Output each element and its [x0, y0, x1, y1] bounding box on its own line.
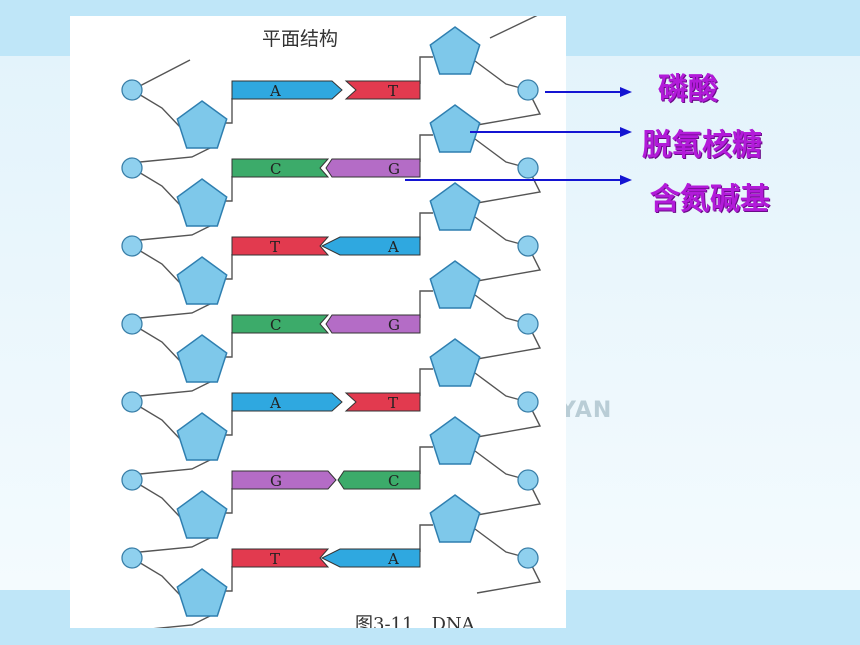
strand-backbone — [131, 59, 191, 91]
base-letter: T — [270, 550, 280, 568]
diagram-title: 平面结构 — [262, 28, 339, 50]
dna-diagram-panel: A T C G T A C G A T G C T A 平面结构 图3-11 DNA — [70, 16, 566, 628]
sugar-base-bond — [224, 566, 233, 592]
sugar-base-bond — [224, 488, 233, 514]
base-A — [231, 80, 343, 100]
strand-backbone — [139, 146, 213, 163]
base-letter: A — [269, 82, 281, 100]
strand-backbone — [131, 557, 181, 596]
base-C — [337, 470, 421, 490]
sugar-base-bond — [419, 290, 433, 318]
strand-backbone — [139, 458, 213, 475]
base-letter: G — [388, 160, 400, 178]
phosphate-circle — [121, 157, 143, 179]
base-letter: T — [388, 82, 398, 100]
base-G — [325, 158, 421, 178]
deoxyribose-pentagon — [176, 334, 228, 383]
phosphate-circle — [517, 313, 539, 335]
sugar-base-bond — [224, 176, 233, 202]
strand-backbone — [139, 536, 213, 553]
base-letter: G — [388, 316, 400, 334]
base-T — [344, 392, 421, 412]
strand-backbone — [131, 89, 181, 128]
diagram-caption: 图3-11 DNA — [355, 614, 475, 628]
base-letter: C — [270, 160, 281, 178]
base-letter: G — [270, 472, 282, 490]
base-T — [231, 548, 330, 568]
strand-backbone — [131, 323, 181, 362]
base-letter: A — [269, 394, 281, 412]
base-A — [231, 392, 343, 412]
sugar-base-bond — [419, 524, 433, 552]
deoxyribose-pentagon — [176, 178, 228, 227]
strand-backbone — [131, 245, 181, 284]
deoxyribose-pentagon — [429, 26, 481, 75]
base-arrow — [405, 175, 632, 185]
deoxyribose-pentagon — [429, 182, 481, 231]
strand-backbone — [131, 479, 181, 518]
deoxyribose-pentagon — [176, 100, 228, 149]
phosphate-circle — [517, 547, 539, 569]
strand-backbone — [139, 380, 213, 397]
strand-backbone — [131, 401, 181, 440]
base-letter: C — [270, 316, 281, 334]
strand-backbone — [489, 16, 538, 39]
phosphate-circle — [517, 79, 539, 101]
strand-backbone — [139, 224, 213, 241]
deoxyribose-pentagon — [429, 104, 481, 153]
base-letter: A — [387, 238, 399, 256]
deoxyribose-pentagon — [176, 412, 228, 461]
watermark-text: YAN — [560, 398, 613, 423]
deoxyribose-pentagon — [176, 490, 228, 539]
deoxyribose-pentagon — [176, 568, 228, 617]
deoxyribose-pentagon — [429, 260, 481, 309]
phosphate-circle — [517, 391, 539, 413]
deoxyribose-pentagon — [429, 494, 481, 543]
sugar-base-bond — [224, 332, 233, 358]
deoxyribose-pentagon — [429, 338, 481, 387]
phosphate-label: 磷酸 — [658, 72, 718, 107]
sugar-base-bond — [419, 446, 433, 474]
phosphate-circle — [121, 547, 143, 569]
deoxyribose-pentagon — [176, 256, 228, 305]
base-A — [320, 236, 421, 256]
phosphate-circle — [517, 469, 539, 491]
base-label: 含氮碱基 — [650, 182, 770, 217]
strand-backbone — [153, 614, 213, 628]
phosphate-circle — [121, 391, 143, 413]
sugar-base-bond — [419, 212, 433, 240]
base-T — [231, 236, 330, 256]
sugar-base-bond — [224, 98, 233, 124]
phosphate-circle — [517, 235, 539, 257]
dna-structure-diagram: A T C G T A C G A T G C T A — [121, 16, 542, 628]
phosphate-circle — [121, 235, 143, 257]
phosphate-circle — [121, 469, 143, 491]
base-A — [320, 548, 421, 568]
phosphate-circle — [121, 79, 143, 101]
base-letter: A — [387, 550, 399, 568]
deoxyribose-pentagon — [429, 416, 481, 465]
sugar-label: 脱氧核糖 — [642, 128, 762, 163]
base-G — [325, 314, 421, 334]
base-G — [231, 470, 337, 490]
sugar-base-bond — [419, 368, 433, 396]
phosphate-circle — [121, 313, 143, 335]
base-C — [231, 158, 330, 178]
sugar-base-bond — [419, 134, 433, 162]
sugar-base-bond — [224, 410, 233, 436]
strand-backbone — [139, 302, 213, 319]
sugar-base-bond — [419, 56, 433, 84]
phosphate-circle — [517, 157, 539, 179]
base-letter: C — [388, 472, 399, 490]
sugar-arrow — [470, 127, 632, 137]
base-C — [231, 314, 330, 334]
base-T — [344, 80, 421, 100]
base-letter: T — [270, 238, 280, 256]
sugar-base-bond — [224, 254, 233, 280]
phosphate-arrow — [545, 87, 632, 97]
base-letter: T — [388, 394, 398, 412]
strand-backbone — [131, 167, 181, 206]
